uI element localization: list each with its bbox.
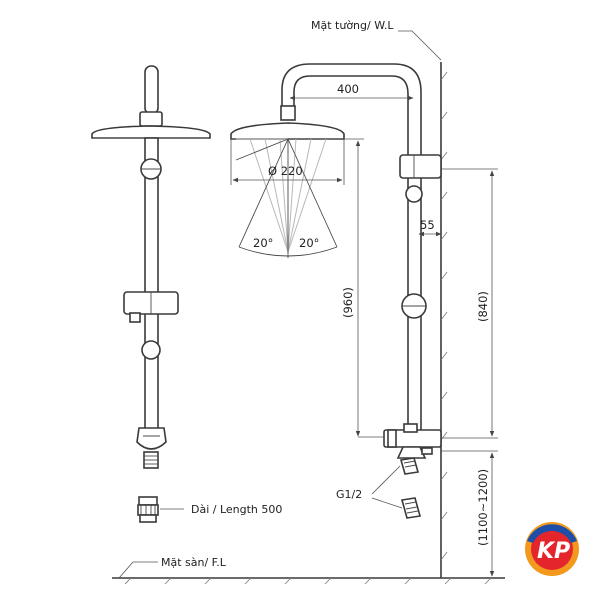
dim-rail-height: (840) [441, 168, 498, 439]
dim-inlet-height: (1100~1200) [441, 450, 498, 577]
front-shower-head [91, 125, 211, 139]
hose-length-label: Dài / Length 500 [191, 503, 282, 516]
dim-holder-offset: 55 [418, 218, 442, 237]
front-hose [143, 451, 159, 469]
dim-holder-offset-value: 55 [420, 218, 435, 232]
floor-leader [118, 561, 158, 579]
front-joint-lower [141, 340, 161, 360]
front-top-connector [144, 65, 159, 115]
thread-label: G1/2 [336, 488, 362, 501]
front-diverter [136, 427, 167, 450]
spray-cone-left [235, 138, 289, 161]
dim-arm-reach-value: 400 [337, 82, 359, 96]
side-inlet-nut [399, 457, 420, 475]
floor-label: Mặt sàn/ F.L [161, 556, 227, 569]
thread-leader-upper [371, 465, 401, 495]
side-arm-outer [281, 63, 422, 160]
spray-angle-arc [238, 246, 338, 257]
front-inlet-nut [137, 496, 159, 523]
logo-ring-inner [531, 528, 573, 570]
dim-head-height-value: (960) [341, 287, 355, 318]
wall-leader [398, 30, 442, 61]
side-wall-bracket-top [399, 154, 442, 179]
front-riser-pipe [144, 137, 159, 435]
dim-arm-reach: 400 [289, 82, 414, 101]
side-upper-joint [405, 185, 423, 203]
front-head-neck [139, 111, 163, 127]
floor-line [112, 577, 505, 585]
wall-label: Mặt tường/ W.L [311, 19, 394, 32]
front-view [91, 65, 211, 523]
side-view [230, 63, 442, 519]
side-head-connector [280, 105, 296, 121]
wall-line [440, 62, 448, 578]
dim-spray-angle-right: 20° [299, 236, 319, 250]
dim-spray-angle-left: 20° [253, 236, 273, 250]
dim-head-diameter-value: Ø 220 [268, 164, 303, 178]
side-inlet-valve [396, 446, 427, 459]
thread-leader-lower [371, 497, 403, 509]
spray-cone-right [287, 138, 338, 248]
side-lower-nut [400, 497, 422, 519]
dim-head-diameter: Ø 220 [230, 139, 345, 185]
logo-text: KP [537, 539, 570, 564]
side-arm-inner [293, 75, 409, 160]
brand-logo: KP [525, 522, 579, 576]
dim-rail-height-value: (840) [476, 291, 490, 322]
dim-inlet-height-value: (1100~1200) [476, 469, 490, 546]
side-shower-head [230, 122, 345, 140]
dim-head-height: (960) [341, 138, 384, 438]
